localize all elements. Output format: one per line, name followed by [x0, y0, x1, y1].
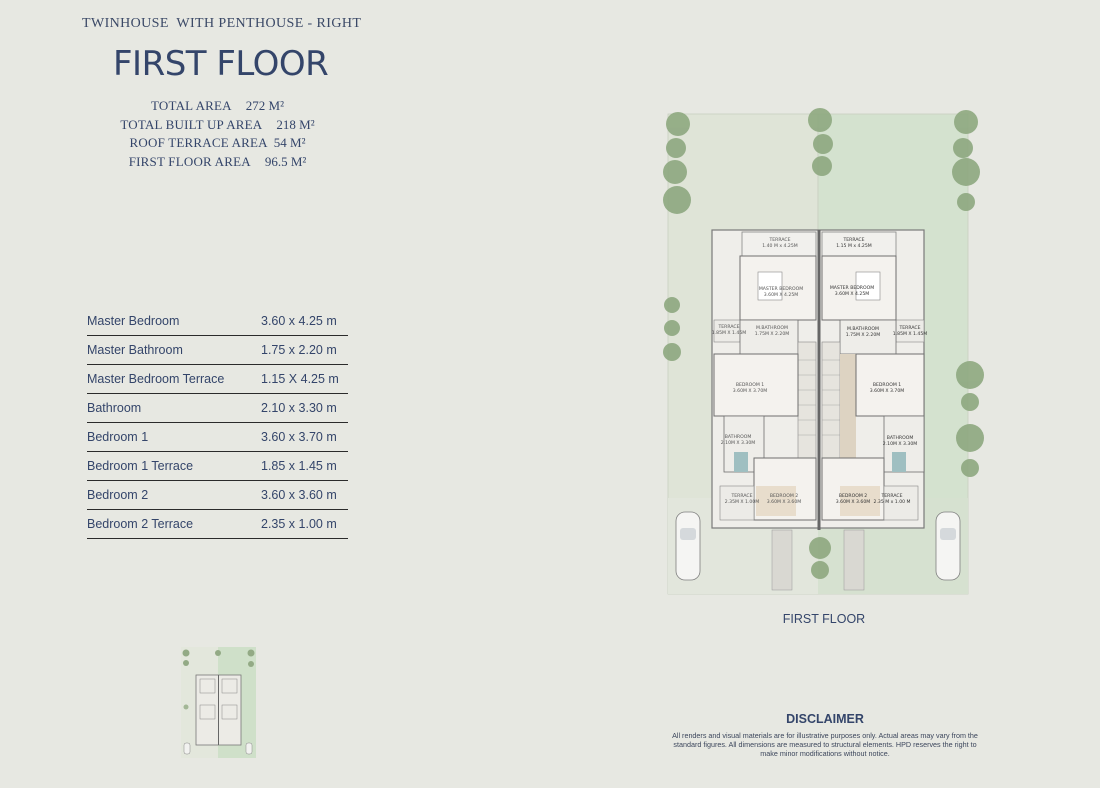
room-name: Bedroom 1 [87, 430, 149, 444]
disclaimer-title: DISCLAIMER [786, 712, 864, 726]
plan-label-mbathroom-l: M.BATHROOM [756, 325, 788, 331]
plan-size-master-bedroom-l: 3.60M X 4.25M [764, 292, 798, 298]
plan-caption: FIRST FLOOR [782, 612, 866, 626]
area-value: 54 M² [273, 135, 306, 150]
room-size: 2.10 x 3.30 m [261, 401, 337, 415]
plan-label-bedroom2-r: BEDROOM 2 [839, 493, 867, 499]
area-label: TOTAL AREA [151, 98, 232, 113]
plan-size-bedroom2-r: 3.60M X 3.60M [836, 499, 870, 505]
plan-label-master-bedroom-r: MASTER BEDROOM [830, 285, 874, 291]
area-row-first-floor: FIRST FLOOR AREA 96.5 M² [80, 153, 355, 172]
room-name: Bedroom 1 Terrace [87, 459, 194, 473]
plan-size-terrace-bottom-l: 2.35M X 1.00M [725, 499, 759, 505]
plan-size-terrace-side-l: 1.85M X 1.45M [712, 330, 746, 336]
area-label: FIRST FLOOR AREA [128, 153, 251, 169]
table-row: Bedroom 1 3.60 x 3.70 m [87, 423, 348, 452]
room-name: Master Bedroom Terrace [87, 372, 225, 386]
room-size: 1.15 X 4.25 m [261, 372, 339, 386]
plan-label-terrace-bottom-l: TERRACE [730, 493, 752, 499]
room-size: 1.75 x 2.20 m [261, 343, 337, 357]
plan-size-bedroom2-l: 3.60M X 3.60M [767, 499, 801, 505]
table-row: Bedroom 2 Terrace 2.35 x 1.00 m [87, 510, 348, 539]
area-value: 272 M² [245, 98, 284, 113]
plan-size-bedroom1-l: 3.60M X 3.70M [733, 388, 767, 394]
plan-label-master-bedroom-l: MASTER BEDROOM [759, 286, 803, 292]
plan-label-mbathroom-r: M.BATHROOM [847, 326, 879, 332]
plan-size-mbathroom-r: 1.75M X 2.20M [846, 332, 880, 338]
plan-size-bathroom-r: 2.10M X 3.30M [883, 441, 917, 447]
room-name: Bedroom 2 [87, 488, 149, 502]
table-row: Bathroom 2.10 x 3.30 m [87, 394, 348, 423]
key-plan-thumbnail [181, 647, 256, 758]
plan-size-terrace-bottom-r: 2.35 M x 1.00 M [874, 499, 911, 505]
room-name: Bathroom [87, 401, 142, 415]
plan-label-terrace-top-r: TERRACE [842, 237, 864, 243]
plan-label-bedroom1-r: BEDROOM 1 [873, 382, 901, 388]
room-size: 2.35 x 1.00 m [261, 517, 337, 531]
car-icon [675, 511, 961, 581]
plan-label-bathroom-r: BATHROOM [887, 435, 914, 441]
plan-size-mbathroom-l: 1.75M X 2.20M [755, 331, 789, 337]
room-size: 1.85 x 1.45 m [261, 459, 337, 473]
table-row: Bedroom 2 3.60 x 3.60 m [87, 481, 348, 510]
plan-size-bedroom1-r: 3.60M X 3.70M [870, 388, 904, 394]
plan-size-terrace-top-r: 1.15 M x 4.25M [836, 243, 872, 249]
plan-size-terrace-top-l: 1.40 M x 4.25M [762, 243, 798, 249]
room-name: Bedroom 2 Terrace [87, 517, 194, 531]
tree-icon [663, 108, 984, 579]
area-row-total: TOTAL AREA 272 M² [80, 97, 355, 116]
room-name: Master Bedroom [87, 314, 180, 328]
plan-label-terrace-bottom-r: TERRACE [880, 493, 902, 499]
table-row: Master Bedroom 3.60 x 4.25 m [87, 307, 348, 336]
plan-label-bedroom2-l: BEDROOM 2 [770, 493, 798, 499]
room-schedule-table: Master Bedroom 3.60 x 4.25 m Master Bathr… [87, 307, 348, 539]
room-name: Master Bathroom [87, 343, 183, 357]
disclaimer-text: All renders and visual materials are for… [672, 731, 978, 758]
page-title: FIRST FLOOR [113, 44, 329, 84]
room-size: 3.60 x 3.60 m [261, 488, 337, 502]
area-summary: TOTAL AREA 272 M² TOTAL BUILT UP AREA 21… [80, 97, 355, 171]
area-row-roof-terrace: ROOF TERRACE AREA 54 M² [80, 134, 355, 153]
project-subtitle: TWINHOUSE WITH PENTHOUSE - RIGHT [82, 16, 362, 31]
table-row: Bedroom 1 Terrace 1.85 x 1.45 m [87, 452, 348, 481]
plan-size-master-bedroom-r: 3.60M X 4.25M [835, 291, 869, 297]
table-row: Master Bathroom 1.75 x 2.20 m [87, 336, 348, 365]
room-size: 3.60 x 4.25 m [261, 314, 337, 328]
plan-label-bedroom1-l: BEDROOM 1 [736, 382, 764, 388]
area-label: TOTAL BUILT UP AREA [120, 116, 263, 132]
plan-size-terrace-side-r: 1.85M X 1.45M [893, 331, 927, 337]
plan-label-terrace-side-l: TERRACE [717, 324, 739, 330]
area-value: 218 M² [276, 116, 315, 132]
plan-label-bathroom-l: BATHROOM [725, 434, 752, 440]
area-value: 96.5 M² [264, 153, 307, 169]
plan-size-bathroom-l: 2.10M X 3.30M [721, 440, 755, 446]
area-label: ROOF TERRACE AREA [129, 135, 268, 150]
plan-label-terrace-side-r: TERRACE [898, 325, 920, 331]
table-row: Master Bedroom Terrace 1.15 X 4.25 m [87, 365, 348, 394]
plan-label-terrace-top-l: TERRACE [768, 237, 790, 243]
floor-plan-drawing: TERRACE 1.40 M x 4.25M MASTER BEDROOM 3.… [663, 108, 984, 595]
room-size: 3.60 x 3.70 m [261, 430, 337, 444]
area-row-built-up: TOTAL BUILT UP AREA 218 M² [80, 116, 355, 135]
